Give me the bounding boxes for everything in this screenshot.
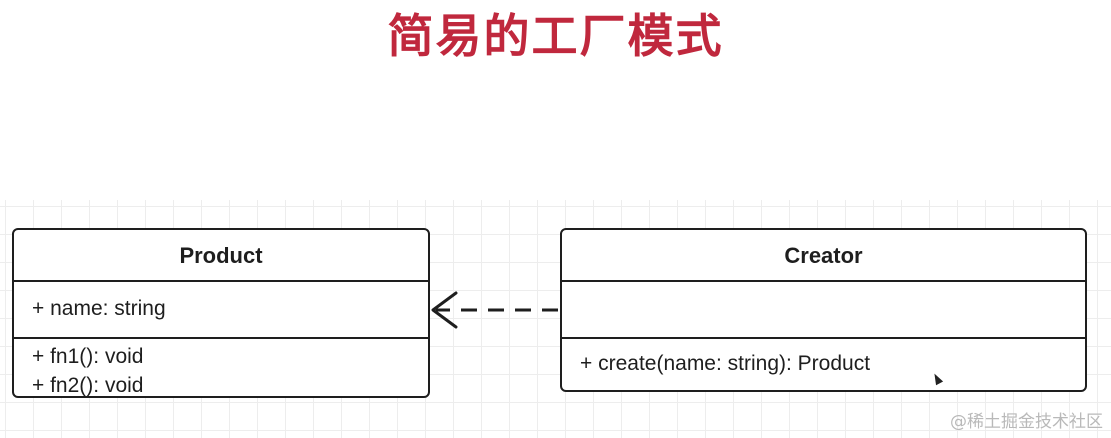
creator-class-box[interactable]: Creator + create(name: string): Product bbox=[560, 228, 1087, 392]
creator-attributes-empty bbox=[562, 282, 1085, 339]
product-method-fn1: + fn1(): void bbox=[32, 345, 144, 368]
product-attribute-name: + name: string bbox=[32, 297, 166, 320]
product-class-name: Product bbox=[14, 230, 428, 282]
watermark: @稀土掘金技术社区 bbox=[950, 412, 1103, 432]
creator-method-create: + create(name: string): Product bbox=[580, 352, 871, 375]
product-attributes: + name: string bbox=[14, 282, 428, 339]
creator-class-name: Creator bbox=[562, 230, 1085, 282]
creator-methods: + create(name: string): Product bbox=[562, 339, 1085, 379]
product-methods: + fn1(): void + fn2(): void bbox=[14, 339, 428, 397]
product-method-fn2: + fn2(): void bbox=[32, 374, 144, 397]
page-title: 简易的工厂模式 bbox=[387, 9, 724, 63]
product-class-box[interactable]: Product + name: string + fn1(): void + f… bbox=[12, 228, 430, 398]
